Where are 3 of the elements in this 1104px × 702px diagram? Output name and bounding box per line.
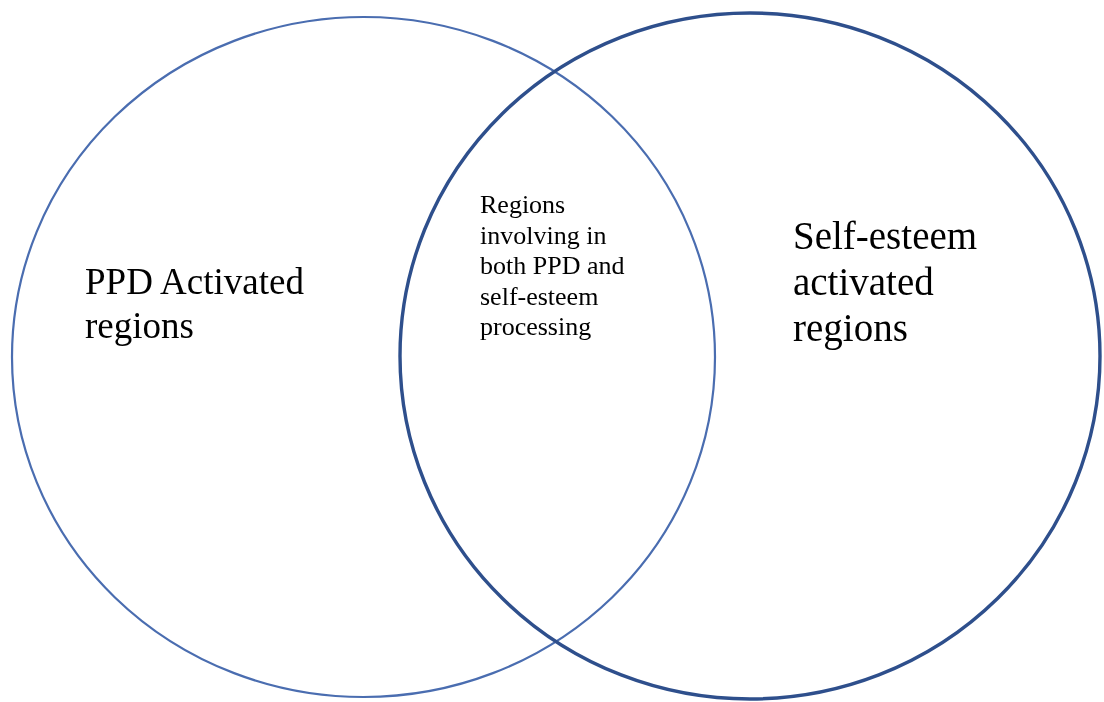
overlap-label: Regions involving in both PPD and self-esteem processing [480, 190, 626, 343]
set-label: Self-esteem activated regions [793, 213, 979, 351]
set-label: PPD Activated regions [85, 260, 305, 348]
